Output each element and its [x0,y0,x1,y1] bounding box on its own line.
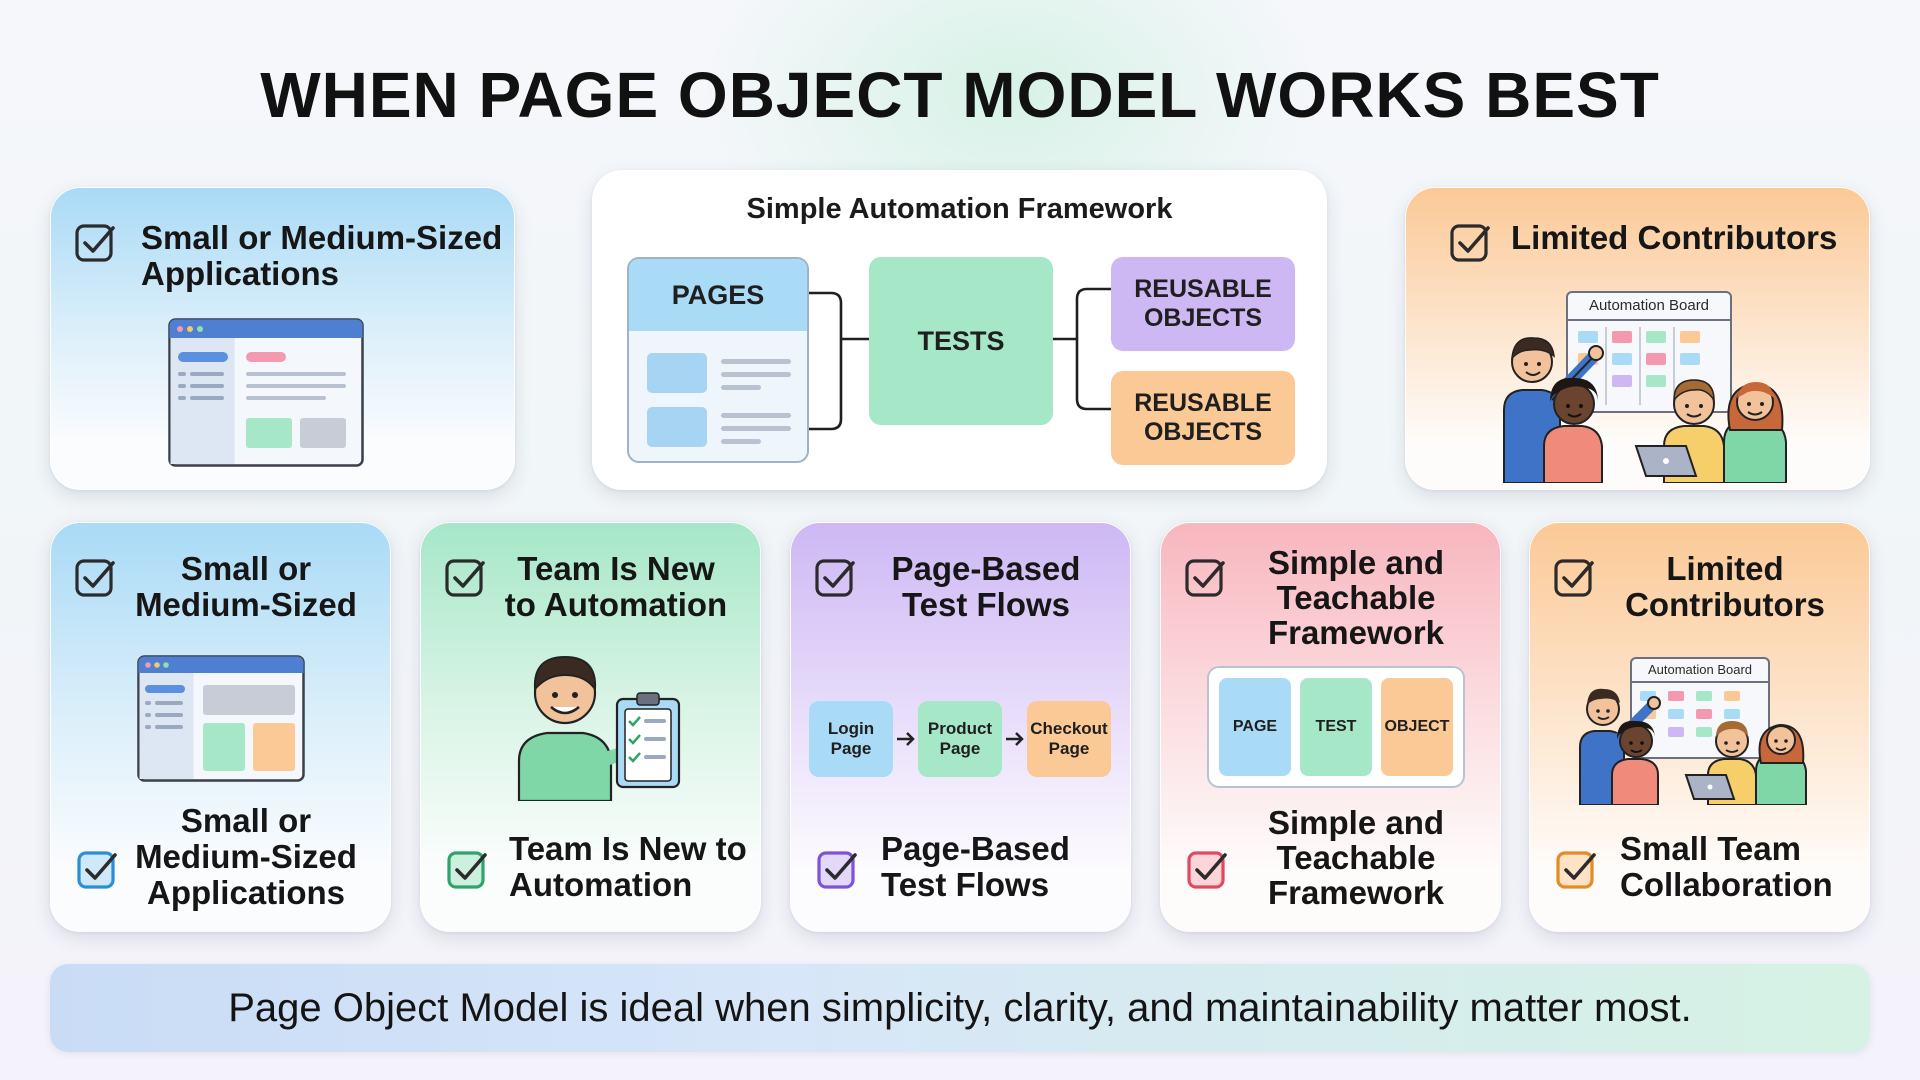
check-square-icon [1556,851,1596,889]
person-icon [1503,337,1604,483]
card-title-bottom: Small Team Collaboration [1620,830,1833,903]
check-square-icon [77,851,117,889]
card-title-bottom: Simple and Teachable Framework [1267,804,1445,911]
person-icon [1755,723,1807,805]
page-title: WHEN PAGE OBJECT MODEL WORKS BEST [260,59,1660,131]
check-square-icon [1554,559,1594,597]
card-title-top: Limited Contributors [1625,550,1825,623]
laptop-icon [1684,774,1736,800]
pages-label: PAGES [629,259,807,331]
check-square-icon [75,224,115,262]
browser-window-icon [137,655,305,782]
card-limited-contributors-small: Limited Contributors Automation Board [1529,522,1870,932]
team-people-illustration [1503,337,1787,483]
check-square-icon [817,851,857,889]
card-small-medium-apps: Small or Medium-Sized Applications [50,187,515,490]
clipboard-icon [615,692,681,789]
footer-text: Page Object Model is ideal when simplici… [228,986,1692,1030]
check-square-icon [1450,224,1490,262]
laptop-icon [1634,445,1698,477]
card-title: Limited Contributors [1511,219,1838,256]
board-label: Automation Board [1647,662,1753,677]
mini-page-label: PAGE [1219,678,1291,776]
person-icon [517,655,642,801]
arrow-right-icon [1006,732,1024,746]
check-square-icon [445,559,485,597]
person-with-clipboard-illustration [517,655,681,801]
card-title-top: Team Is New to Automation [504,550,728,623]
card-title-top: Simple and Teachable Framework [1267,544,1445,651]
card-title-bottom: Page-Based Test Flows [881,830,1070,903]
card-title-bottom: Small or Medium-Sized Applications [135,802,357,911]
reusable-objects-box-2: REUSABLE OBJECTS [1111,371,1295,465]
person-icon [1723,382,1787,483]
footer-banner: Page Object Model is ideal when simplici… [50,964,1870,1052]
card-simple-teachable: Simple and Teachable Framework PAGE TEST… [1160,522,1501,932]
check-square-icon [815,559,855,597]
card-limited-contributors: Limited Contributors Automation Board [1405,187,1870,490]
tests-label: TESTS [917,325,1005,356]
tests-box: TESTS [869,257,1053,425]
framework-connectors [809,287,1111,431]
person-icon [1611,720,1659,805]
card-team-new-automation: Team Is New to Automation Team Is New to… [420,522,761,932]
card-title-bottom: Team Is New to Automation [509,830,747,903]
framework-title: Simple Automation Framework [746,193,1173,225]
card-title-top: Small or Medium-Sized [135,550,357,623]
card-simple-framework: Simple Automation Framework PAGES TESTS … [592,170,1327,490]
person-icon [1543,377,1603,483]
arrow-right-icon [897,732,915,746]
mini-test-label: TEST [1300,678,1372,776]
board-label: Automation Board [1588,297,1710,314]
card-title: Small or Medium-Sized Applications [141,219,503,292]
browser-window-icon [168,318,364,467]
pages-box: PAGES [627,257,809,463]
card-title-top: Page-Based Test Flows [891,550,1081,623]
card-small-medium-sized: Small or Medium-Sized Small or Medium-Si… [50,522,391,932]
check-square-icon [447,851,487,889]
mini-object-label: OBJECT [1381,678,1453,776]
check-square-icon [75,559,115,597]
team-people-illustration [1579,688,1807,805]
mini-framework-box: PAGE TEST OBJECT [1207,666,1465,788]
check-square-icon [1185,559,1225,597]
check-square-icon [1187,851,1227,889]
reusable-objects-box-1: REUSABLE OBJECTS [1111,257,1295,351]
